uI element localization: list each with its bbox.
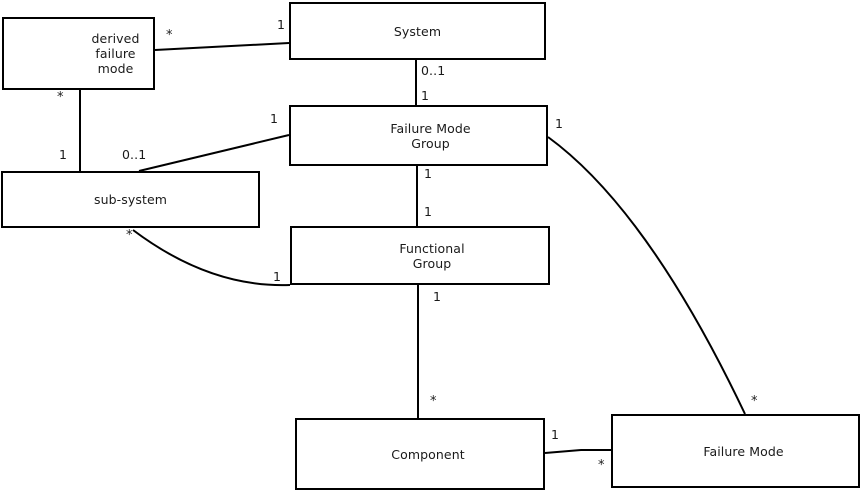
- class-name-component: Component: [391, 446, 465, 462]
- class-box-functional-group[interactable]: Functional Group: [290, 226, 550, 285]
- association-line-sub-system-failure-mode-group: [138, 134, 290, 172]
- multiplicity-label-component-functional-group: *: [430, 394, 437, 409]
- multiplicity-label-failure-mode-group-system: 1: [421, 88, 430, 103]
- multiplicity-label-failure-mode-component: *: [598, 458, 605, 473]
- class-box-sub-system[interactable]: sub-system: [1, 171, 260, 228]
- multiplicity-label-failure-mode-group-functional-group: 1: [424, 166, 433, 181]
- multiplicity-label-system-derived-failure-mode: 1: [277, 17, 286, 32]
- class-box-system[interactable]: System: [289, 2, 546, 60]
- class-name-failure-mode-group: Failure Mode Group: [390, 120, 471, 151]
- association-line-component-failure-mode: [544, 449, 611, 454]
- association-line-failure-mode-group-failure-mode: [547, 136, 746, 415]
- multiplicity-label-derived-failure-mode-system: *: [166, 28, 173, 43]
- class-name-derived-failure-mode: derived failure mode: [91, 31, 140, 76]
- class-box-derived-failure-mode[interactable]: derived failure mode: [2, 17, 155, 90]
- class-box-component[interactable]: Component: [295, 418, 545, 490]
- association-line-sub-system-functional-group: [132, 229, 291, 287]
- class-name-failure-mode: Failure Mode: [703, 443, 784, 459]
- class-box-failure-mode-group[interactable]: Failure Mode Group: [289, 105, 548, 166]
- association-line-derived-failure-mode-system: [154, 42, 290, 51]
- multiplicity-label-failure-mode-group-failure-mode: 1: [555, 116, 564, 131]
- multiplicity-label-failure-mode-group-sub-system: 1: [270, 111, 279, 126]
- multiplicity-label-sub-system-functional-group: *: [126, 228, 133, 243]
- multiplicity-label-functional-group-failure-mode-group: 1: [424, 204, 433, 219]
- class-box-failure-mode[interactable]: Failure Mode: [611, 414, 860, 488]
- class-name-sub-system: sub-system: [93, 192, 168, 207]
- multiplicity-label-functional-group-sub-system: 1: [273, 269, 282, 284]
- class-name-system: System: [393, 23, 442, 39]
- class-name-functional-group: Functional Group: [399, 240, 465, 271]
- multiplicity-label-failure-mode-failure-mode-group: *: [751, 394, 758, 409]
- multiplicity-label-functional-group-component: 1: [433, 289, 442, 304]
- multiplicity-label-component-failure-mode: 1: [551, 427, 560, 442]
- multiplicity-label-derived-failure-mode-sub-system: *: [57, 90, 64, 105]
- multiplicity-label-sub-system-derived-failure-mode: 1: [59, 147, 68, 162]
- multiplicity-label-sub-system-failure-mode-group: 0..1: [122, 147, 147, 162]
- multiplicity-label-system-failure-mode-group: 0..1: [421, 63, 446, 78]
